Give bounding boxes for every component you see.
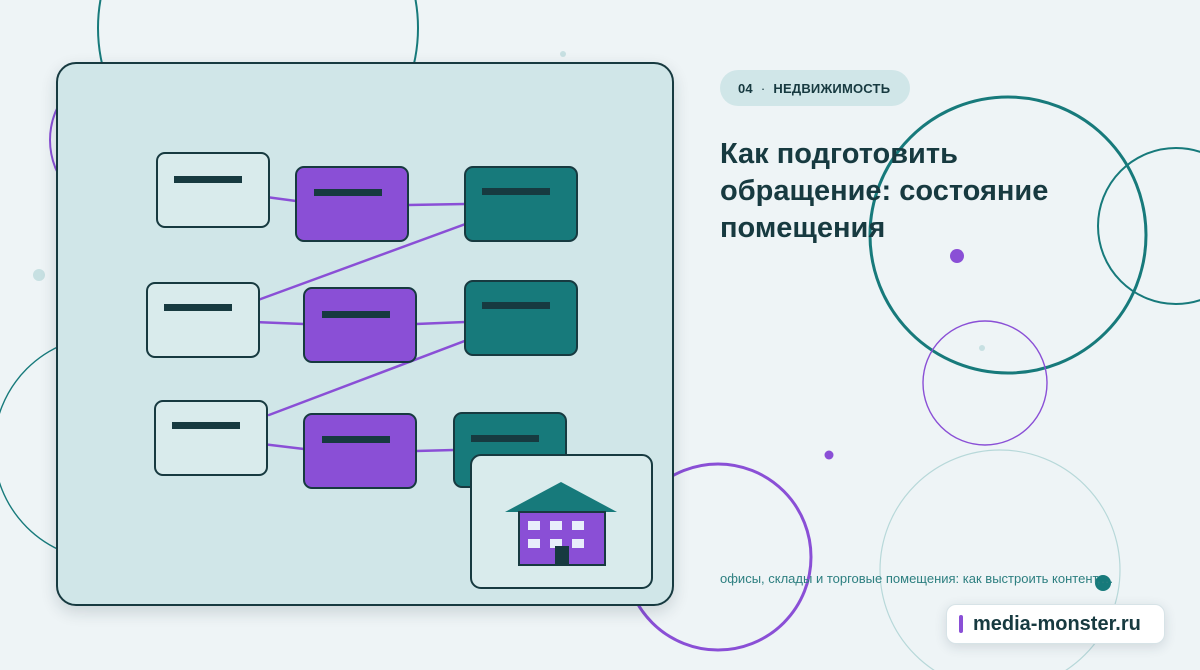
flow-card-line [174, 176, 242, 183]
flow-card-purple [295, 166, 409, 242]
flow-card-line [482, 302, 550, 309]
connector-line [414, 320, 467, 326]
connector-line [406, 202, 467, 207]
decorative-dot-soft-right [979, 345, 985, 351]
flow-card-light [154, 400, 268, 476]
category-number: 04 [738, 80, 753, 96]
category-label: НЕДВИЖИМОСТЬ [773, 80, 891, 96]
page-subtitle: офисы, склады и торговые помещения: как … [720, 571, 1114, 586]
house-window [572, 539, 584, 548]
flow-card-purple [303, 413, 417, 489]
flow-card-line [482, 188, 550, 195]
flow-card-teal [464, 166, 578, 242]
house-window [550, 521, 562, 530]
flow-card-line [314, 189, 382, 196]
connector-line [414, 448, 456, 453]
brand-accent-bar [959, 615, 963, 633]
flow-card-teal [464, 280, 578, 356]
house-icon [505, 482, 617, 566]
brand-badge: media-monster.ru [946, 604, 1165, 644]
brand-name: media-monster.ru [973, 613, 1141, 635]
house-window [572, 521, 584, 530]
page-title: Как подготовить обращение: состояние пом… [720, 138, 1049, 244]
decorative-dot-soft-top [560, 51, 566, 57]
decorative-dot-teal [1095, 575, 1111, 591]
house-window [528, 521, 540, 530]
house-window [550, 539, 562, 548]
flow-card-line [322, 436, 390, 443]
decorative-dot-purple-large [950, 249, 964, 263]
decorative-dot-soft-left [33, 269, 45, 281]
house-door [555, 546, 569, 565]
flow-card-line [164, 304, 232, 311]
flow-row-1 [156, 152, 578, 242]
category-separator: · [760, 80, 766, 96]
flow-card-purple [303, 287, 417, 363]
decorative-circle-faint [879, 449, 1121, 670]
house-roof [505, 482, 617, 512]
flow-row-2 [146, 280, 578, 363]
decorative-circle-right-large [868, 95, 1148, 375]
flow-card-line [322, 311, 390, 318]
flow-card-light [156, 152, 270, 228]
category-badge: 04 · НЕДВИЖИМОСТЬ [720, 70, 910, 106]
house-card [470, 454, 653, 589]
decorative-dot-purple-small [824, 450, 834, 460]
process-flow-illustration [146, 152, 653, 589]
flow-row-3 [154, 400, 567, 489]
flow-card-line [172, 422, 240, 429]
illustration-card [56, 62, 674, 606]
flow-card-line [471, 435, 539, 442]
decorative-circle-right-purple [922, 320, 1048, 446]
flow-card-light [146, 282, 260, 358]
decorative-circle-right-small [1097, 147, 1200, 305]
house-window [528, 539, 540, 548]
